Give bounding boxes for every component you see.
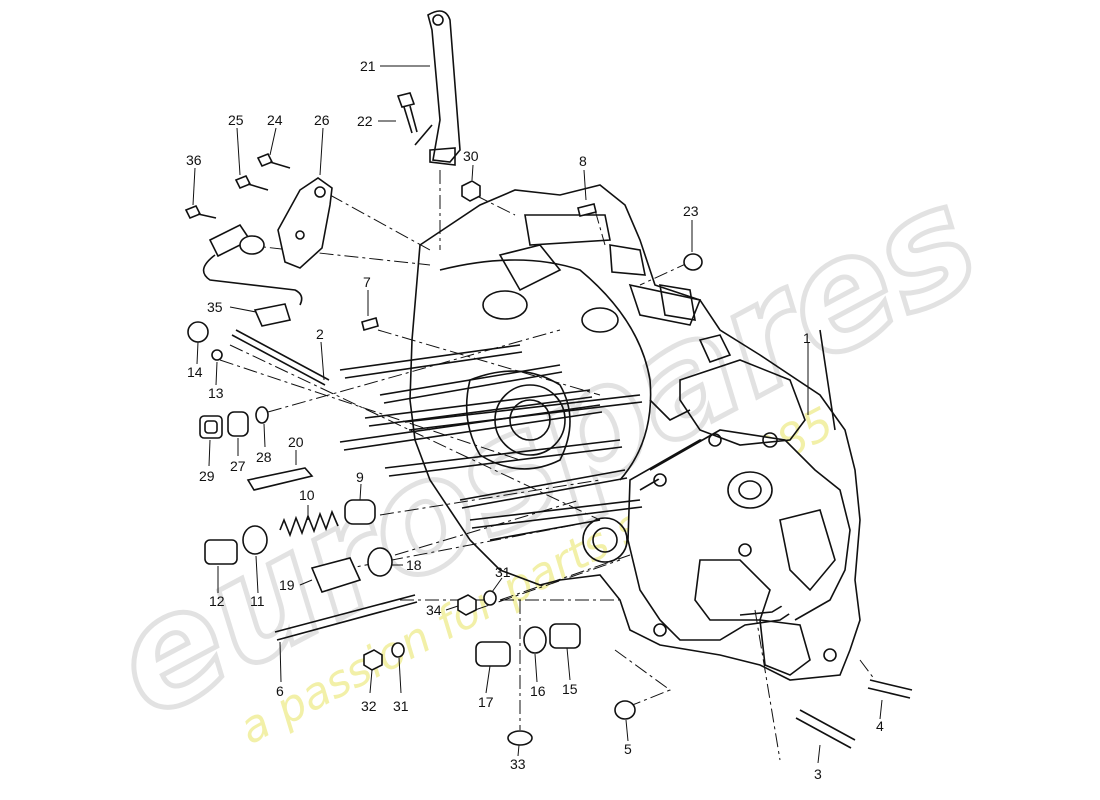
washer-part-31b [391,642,405,658]
callout-29: 29 [199,468,215,484]
spring-part-15 [549,623,581,649]
callout-13: 13 [208,385,224,401]
callout-25: 25 [228,112,244,128]
washer-part-31a [483,590,497,606]
bracket-part-21 [414,10,461,166]
callout-14: 14 [187,364,203,380]
plug-part-12 [204,539,238,565]
nut-part-30 [461,180,481,202]
callout-35: 35 [207,299,223,315]
callout-23: 23 [683,203,699,219]
callout-34: 34 [426,602,442,618]
screws-24-25-36 [184,152,291,220]
callout-31-lower: 31 [393,698,409,714]
callout-26: 26 [314,112,330,128]
callout-9: 9 [356,469,364,485]
crankcase-half-part-1 [409,184,861,681]
callout-33: 33 [510,756,526,772]
callout-30: 30 [463,148,479,164]
leader-lines [192,65,883,764]
callout-8: 8 [579,153,587,169]
callout-27: 27 [230,458,246,474]
cap-part-9 [344,499,376,525]
callout-28: 28 [256,449,272,465]
sensor-part-35 [202,223,303,327]
stud-part-2 [231,329,330,386]
case-studs [339,344,643,541]
callout-7: 7 [363,274,371,290]
callout-19: 19 [279,577,295,593]
callout-36: 36 [186,152,202,168]
callout-12: 12 [209,593,225,609]
nut-part-34 [457,594,477,616]
callout-2: 2 [316,326,324,342]
callout-31-upper: 31 [495,564,511,580]
ball-part-13 [211,349,223,361]
dowel-part-7 [361,317,379,331]
callout-11: 11 [250,593,265,609]
callout-20: 20 [288,434,304,450]
callout-3: 3 [814,766,822,782]
pin-part-8 [577,203,597,217]
callout-4: 4 [876,718,884,734]
stud-part-3 [795,709,856,749]
nut-part-32 [363,649,383,671]
callout-22: 22 [357,113,373,129]
plug-seals-27-28-29 [199,406,269,439]
callout-16: 16 [530,683,546,699]
callout-15: 15 [562,681,578,697]
ring-part-18 [367,547,393,577]
bracket-part-26 [277,177,333,269]
cap-part-14 [187,321,209,343]
callout-17: 17 [478,694,494,710]
callout-5: 5 [624,741,632,757]
callout-1: 1 [803,330,811,346]
callout-labels: 1 2 3 4 5 6 7 8 9 10 11 12 13 14 15 16 1… [186,58,884,782]
callout-32: 32 [361,698,377,714]
callout-6: 6 [276,683,284,699]
fitting-part-19 [310,557,362,593]
rod-part-20 [246,467,314,491]
washer-part-16 [523,626,547,654]
cap-part-23 [683,253,703,271]
bolt-part-22 [396,92,418,134]
plug-part-33 [507,730,533,746]
callout-24: 24 [267,112,283,128]
plug-part-17 [475,641,511,667]
callout-18: 18 [406,557,422,573]
stud-part-6 [274,594,418,641]
cap-part-5 [614,700,636,720]
callout-10: 10 [299,487,315,503]
stud-part-4 [867,679,913,699]
callout-21: 21 [360,58,376,74]
washer-part-11 [242,525,268,555]
